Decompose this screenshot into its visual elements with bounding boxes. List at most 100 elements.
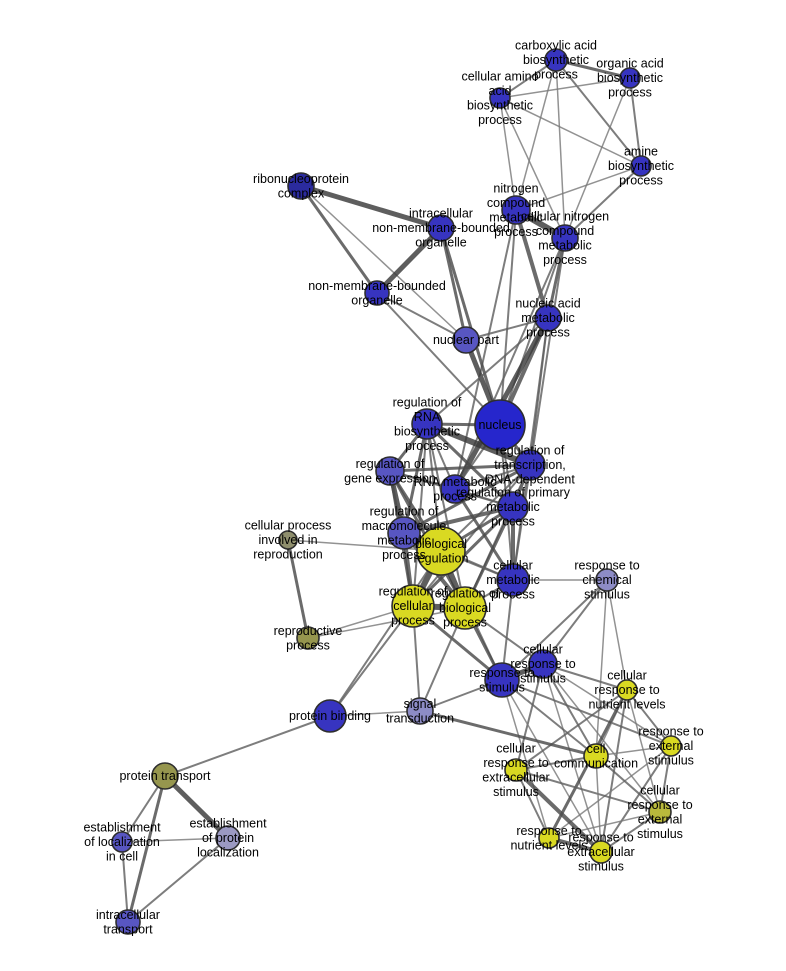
node-cellular-response-to-extracellular-stimulus[interactable] [504,758,528,782]
node-response-to-chemical-stimulus[interactable] [595,568,619,592]
edge-protein-binding--protein-transport [164,715,331,777]
edge-ribonucleoprotein-complex--non-membrane-bounded-organelle [299,184,379,295]
edge-nucleic-acid-metabolic-process--cellular-metabolic-process [512,317,549,581]
node-protein-binding[interactable] [313,699,347,733]
edge-regulation-of-primary-metabolic-process--regulation-of-macromolecule-metabolic-process [402,505,515,535]
node-response-to-stimulus[interactable] [484,662,520,698]
edge-response-to-stimulus--response-to-external-stimulus [501,679,672,747]
edge-cellular-response-to-extracellular-stimulus--cell-communication [515,755,597,771]
node-ribonucleoprotein-complex[interactable] [287,172,315,200]
edge-regulation-of-rna-biosynthetic-process--regulation-of-primary-metabolic-process [425,422,515,509]
edge-non-membrane-bounded-organelle--nuclear-part [376,292,467,341]
edge-cellular-nitrogen-compound-metabolic-process--rna-metabolic-process [454,237,566,490]
node-nuclear-part[interactable] [452,326,480,354]
edge-nucleic-acid-metabolic-process--regulation-of-rna-biosynthetic-process [426,317,549,425]
node-intracellular-transport[interactable] [115,909,141,935]
edge-regulation-of-transcription-dna-dependent--regulation-of-cellular-process [412,464,531,607]
node-nucleic-acid-metabolic-process[interactable] [534,304,562,332]
edge-nitrogen-compound-metabolic-process--rna-metabolic-process [454,209,517,490]
edge-organic-acid-biosynthetic-process--cellular-amino-acid-biosynthetic-process [499,77,631,99]
edge-response-to-stimulus--response-to-nutrient-levels [501,679,550,839]
edge-cellular-amino-acid-biosynthetic-process--nitrogen-compound-metabolic-process [499,97,517,211]
edge-regulation-of-transcription-dna-dependent--regulation-of-macromolecule-metabolic-process [402,463,532,535]
edge-protein-transport--intracellular-transport [126,774,167,924]
node-response-to-external-stimulus[interactable] [660,735,682,757]
node-carboxylic-acid-biosynthetic-process[interactable] [544,48,568,72]
edge-cellular-response-to-nutrient-levels--response-to-external-stimulus [626,689,672,747]
edge-amine-biosynthetic-process--cellular-nitrogen-compound-metabolic-process [564,165,642,239]
node-biological-regulation[interactable] [416,526,466,576]
node-cellular-amino-acid-biosynthetic-process[interactable] [489,87,511,109]
node-response-to-extracellular-stimulus[interactable] [589,840,613,864]
edge-cell-communication--cellular-response-to-external-stimulus [595,755,661,813]
node-layer [111,48,682,935]
edge-cellular-amino-acid-biosynthetic-process--cellular-nitrogen-compound-metabolic-process [499,97,566,239]
node-regulation-of-gene-expression[interactable] [375,456,405,486]
edge-cellular-amino-acid-biosynthetic-process--amine-biosynthetic-process [499,97,642,167]
edge-response-to-stimulus--cell-communication [501,679,597,757]
edge-regulation-of-rna-biosynthetic-process--regulation-of-transcription-dna-dependent [424,421,533,468]
edge-ribonucleoprotein-complex--nuclear-part [300,185,467,341]
node-intracellular-non-membrane-bounded-organelle[interactable] [427,214,455,242]
node-response-to-nutrient-levels[interactable] [538,827,560,849]
edge-regulation-of-rna-biosynthetic-process--regulation-of-cellular-process [412,423,428,607]
edge-amine-biosynthetic-process--nitrogen-compound-metabolic-process [515,165,642,211]
edge-organic-acid-biosynthetic-process--amine-biosynthetic-process [629,77,642,167]
edge-cellular-response-to-stimulus--cellular-response-to-extracellular-stimulus [515,663,544,771]
edge-establishment-of-protein-localization--intracellular-transport [127,837,229,923]
edge-regulation-of-rna-biosynthetic-process--regulation-of-biological-process [426,423,466,609]
node-reproductive-process[interactable] [296,626,320,650]
edge-response-to-chemical-stimulus--cellular-response-to-stimulus [542,579,608,665]
node-regulation-of-primary-metabolic-process[interactable] [497,491,529,523]
edge-cellular-response-to-stimulus--response-to-extracellular-stimulus [542,663,602,853]
edge-establishment-of-localization-in-cell--intracellular-transport [121,841,129,923]
node-signal-transduction[interactable] [406,697,434,725]
edge-cellular-response-to-nutrient-levels--cellular-response-to-external-stimulus [626,689,661,813]
node-cellular-process-involved-in-reproduction[interactable] [278,530,298,550]
node-cellular-metabolic-process[interactable] [496,563,530,597]
edge-regulation-of-cellular-process--protein-binding [329,605,414,717]
node-regulation-of-biological-process[interactable] [443,586,487,630]
node-cellular-response-to-stimulus[interactable] [528,649,558,679]
edge-cellular-response-to-extracellular-stimulus--response-to-nutrient-levels [515,769,550,839]
node-non-membrane-bounded-organelle[interactable] [364,280,390,306]
edge-establishment-of-localization-in-cell--establishment-of-protein-localization [121,837,229,843]
edge-non-membrane-bounded-organelle--nucleus [376,292,501,426]
node-cellular-response-to-nutrient-levels[interactable] [616,679,638,701]
edge-response-to-external-stimulus--response-to-extracellular-stimulus [600,745,672,853]
node-nitrogen-compound-metabolic-process[interactable] [501,195,531,225]
edge-biological-regulation--protein-binding [329,550,442,717]
node-establishment-of-protein-localization[interactable] [215,825,241,851]
node-establishment-of-localization-in-cell[interactable] [111,831,133,853]
node-regulation-of-cellular-process[interactable] [391,584,435,628]
node-cellular-nitrogen-compound-metabolic-process[interactable] [551,224,579,252]
node-regulation-of-macromolecule-metabolic-process[interactable] [387,516,421,550]
edge-response-to-stimulus--response-to-extracellular-stimulus [501,679,602,853]
node-regulation-of-rna-biosynthetic-process[interactable] [411,408,443,440]
edge-biological-regulation--cellular-process-involved-in-reproduction [287,539,442,552]
edge-response-to-chemical-stimulus--response-to-stimulus [501,579,608,681]
edge-response-to-chemical-stimulus--cell-communication [595,579,608,757]
edge-cellular-response-to-external-stimulus--response-to-extracellular-stimulus [600,811,661,853]
edge-nuclear-part--nucleic-acid-metabolic-process [465,317,549,341]
edge-regulation-of-biological-process--reproductive-process [307,607,466,639]
edge-intracellular-non-membrane-bounded-organelle--non-membrane-bounded-organelle [374,225,444,296]
edge-cellular-response-to-extracellular-stimulus--response-to-extracellular-stimulus [514,768,603,854]
node-protein-transport[interactable] [151,762,179,790]
edge-organic-acid-biosynthetic-process--cellular-nitrogen-compound-metabolic-process [564,77,631,239]
node-regulation-of-transcription-dna-dependent[interactable] [514,449,546,481]
node-rna-metabolic-process[interactable] [440,474,470,504]
node-nucleus[interactable] [474,399,526,451]
node-cellular-response-to-external-stimulus[interactable] [648,800,672,824]
node-cell-communication[interactable] [583,743,609,769]
edge-layer [121,58,672,924]
edge-response-to-chemical-stimulus--cellular-response-to-nutrient-levels [606,579,628,691]
node-amine-biosynthetic-process[interactable] [630,155,652,177]
edge-cellular-response-to-external-stimulus--response-to-nutrient-levels [548,811,661,839]
edge-carboxylic-acid-biosynthetic-process--amine-biosynthetic-process [555,59,642,167]
node-organic-acid-biosynthetic-process[interactable] [619,67,641,89]
edge-nitrogen-compound-metabolic-process--nucleus [499,209,517,426]
edge-cellular-response-to-nutrient-levels--cellular-response-to-extracellular-stimulus [515,689,628,771]
